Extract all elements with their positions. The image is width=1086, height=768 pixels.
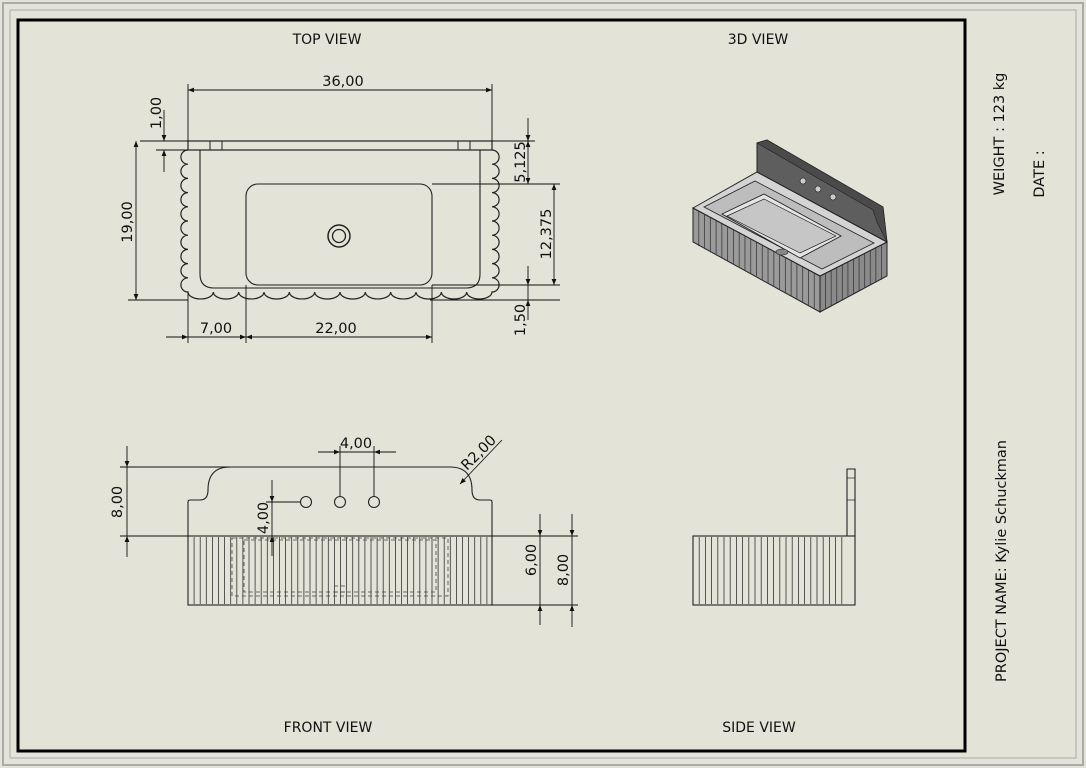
weight-field: WEIGHT : 123 kg [992,73,1008,196]
faucet-hole-icon [814,185,822,193]
dim-splash-height: 8,00 [110,486,126,518]
drain-icon [327,224,351,248]
top-view-label: TOP VIEW [292,32,362,48]
front-view-dimensions [120,439,578,627]
dim-overall-depth: 19,00 [120,201,136,243]
front-view-label: FRONT VIEW [284,720,373,736]
faucet-hole-icon [367,495,381,509]
faucet-hole-icon [333,495,347,509]
dim-body-height: 6,00 [524,544,540,576]
top-view-dimensions [128,84,560,343]
dim-left-margin: 7,00 [200,321,232,337]
date-field: DATE : [1032,150,1048,197]
dim-corner-radius: R2,00 [459,433,500,474]
dim-back-to-basin: 5,125 [513,141,529,183]
front-view [187,466,493,606]
iso-view [691,139,889,313]
dim-hole-spacing: 4,00 [340,436,372,452]
side-view [692,468,856,606]
drawing-frame [16,18,967,753]
faucet-hole-icon [799,177,807,185]
dim-basin-width: 22,00 [315,321,357,337]
dim-total-height: 8,00 [556,554,572,586]
iso-view-label: 3D VIEW [728,32,789,48]
faucet-hole-icon [299,495,313,509]
top-view [180,140,500,300]
dim-front-margin: 1,50 [513,304,529,336]
outer-border-inner [9,9,1077,759]
dim-backsplash-thickness: 1,00 [149,97,165,129]
project-name-field: PROJECT NAME: Kylie Schuckman [994,440,1010,682]
dim-overall-width: 36,00 [322,74,364,90]
dim-basin-depth: 12,375 [539,209,555,260]
faucet-hole-icon [829,193,837,201]
dim-hole-height: 4,00 [256,502,272,534]
side-view-label: SIDE VIEW [722,720,796,736]
